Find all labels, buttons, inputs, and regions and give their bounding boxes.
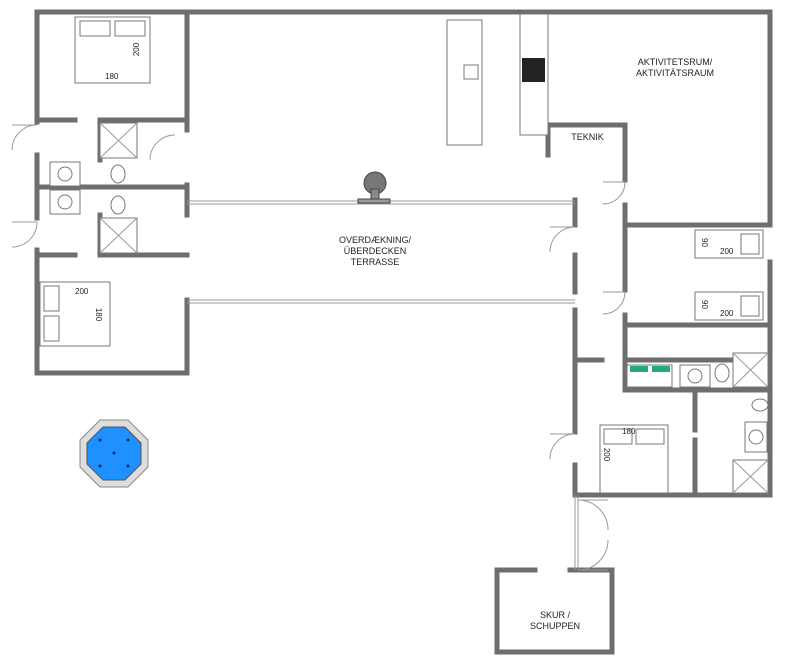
bed-dimension: 200 [132,42,142,57]
bed-dimension: 180 [94,307,104,322]
label-line: ÜBERDECKEN [343,246,407,256]
hot-tub-icon [79,419,149,488]
kitchen-island [446,19,483,146]
room-label-technical: TEKNIK [571,132,604,142]
label-line: AKTIVITETSRUM/ [637,57,713,67]
room-label-activity: AKTIVITETSRUM/AKTIVITÄTSRAUM [620,57,730,79]
bed-dimension: 200 [75,287,89,296]
label-line: AKTIVITÄTSRAUM [635,68,714,78]
bed-dimension: 200 [720,309,734,318]
bed-dimension: 90 [699,300,709,309]
label-line: TERRASSE [350,257,400,267]
bed-dimension: 90 [699,238,709,247]
grill-icon [357,171,391,204]
walls [34,9,773,655]
door-swings [11,124,626,571]
room-label-shed: SKUR /SCHUPPEN [510,610,600,632]
bathroom-fixtures [49,122,769,494]
bed-dimension: 200 [720,247,734,256]
terrace-lines [187,200,579,570]
label-line: SKUR / [539,610,570,620]
stove-icon [522,58,545,82]
bed-icons [39,16,764,494]
bed-dimension: 200 [602,447,612,462]
bed-dimension: 180 [622,427,636,436]
label-line: SCHUPPEN [529,621,580,631]
sink-icon [463,64,479,80]
bed-dimension: 180 [105,72,119,81]
label-line: OVERDÆKNING/ [338,235,411,245]
